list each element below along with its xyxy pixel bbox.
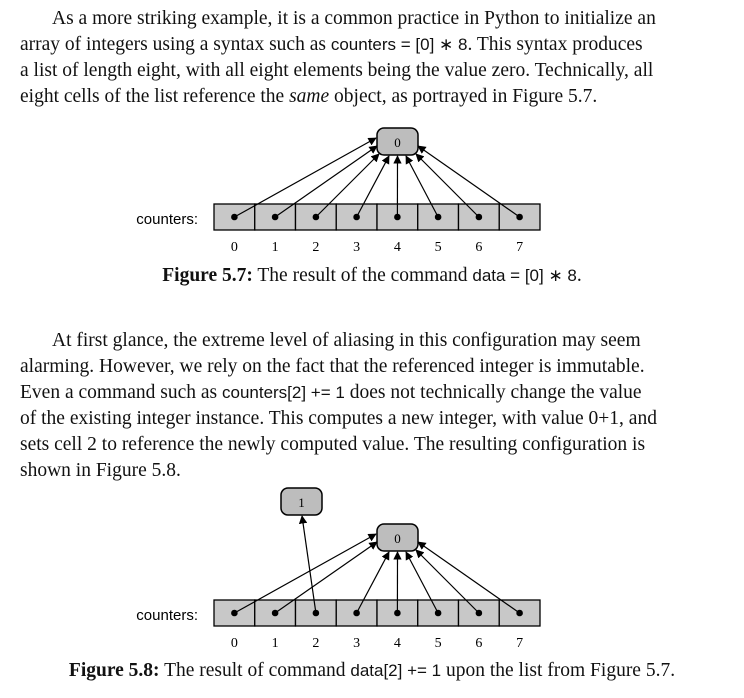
paragraph-1-line-4: eight cells of the list reference the sa… <box>20 84 720 110</box>
reference-dot <box>475 609 483 617</box>
text-span: eight cells of the list reference the <box>20 86 290 107</box>
figure-5-7-caption: Figure 5.7: The result of the command da… <box>0 263 744 289</box>
paragraph-2-line-1: At first glance, the extreme level of al… <box>52 330 641 351</box>
text-span: Even a command such as <box>20 382 222 403</box>
inline-code: data = [0] ∗ 8 <box>472 266 577 285</box>
reference-dot <box>394 213 401 221</box>
reference-arrow <box>356 155 390 218</box>
reference-arrow <box>415 549 480 614</box>
shared-integer-box <box>376 127 419 156</box>
paragraph-2-line-4: of the existing integer instance. This c… <box>20 408 657 429</box>
reference-dot <box>516 609 523 617</box>
paragraph-1-line-3: a list of length eight, with all eight e… <box>20 60 654 81</box>
reference-arrow <box>417 541 520 614</box>
paragraph-2: At first glance, the extreme level of al… <box>20 328 720 484</box>
index-label: 5 <box>435 240 442 255</box>
reference-arrow-to-new-integer <box>298 515 317 614</box>
index-label: 7 <box>516 636 523 651</box>
paragraph-2-line-2: alarming. However, we rely on the fact t… <box>20 356 645 377</box>
text-span: . <box>576 265 582 286</box>
paragraph-2-line-5: sets cell 2 to reference the newly compu… <box>20 434 646 455</box>
reference-arrow <box>274 145 378 218</box>
text-span: The result of command <box>159 660 351 681</box>
reference-dots <box>231 213 523 221</box>
reference-arrow <box>315 153 380 218</box>
text-span: array of integers using a syntax such as <box>20 34 331 55</box>
text-span: object, as portrayed in Figure 5.7. <box>329 86 598 107</box>
text-span: does not technically change the value <box>344 382 642 403</box>
reference-dot <box>231 213 238 221</box>
index-label: 2 <box>312 636 319 651</box>
emphasis: same <box>289 86 330 107</box>
figure-5-7-diagram: counters: 0 <box>136 127 541 255</box>
array-cell <box>213 203 256 231</box>
index-labels: 0 1 2 3 4 5 6 7 <box>231 636 523 651</box>
index-label: 6 <box>475 636 482 651</box>
reference-arrow <box>356 551 390 614</box>
reference-dot <box>394 609 401 617</box>
index-label: 4 <box>394 636 401 651</box>
index-label: 1 <box>272 636 279 651</box>
figure-5-8-caption: Figure 5.8: The result of command data[2… <box>0 658 744 684</box>
reference-arrow <box>405 155 439 218</box>
index-label: 0 <box>231 240 238 255</box>
reference-dot <box>312 213 320 221</box>
index-label: 0 <box>231 636 238 651</box>
reference-dot <box>434 609 442 617</box>
reference-dots <box>231 609 523 617</box>
reference-dot <box>353 213 360 221</box>
figure-5-8-diagram: counters: 1 0 <box>136 487 541 651</box>
text-span: The result of the command <box>252 265 473 286</box>
index-label: 7 <box>516 240 523 255</box>
index-labels: 0 1 2 3 4 5 6 7 <box>231 240 523 255</box>
inline-code: counters = [0] ∗ 8 <box>330 35 468 54</box>
array-cells <box>213 203 541 231</box>
shared-integer-value: 0 <box>394 135 401 150</box>
paragraph-1-line-2: array of integers using a syntax such as… <box>20 32 720 58</box>
reference-dot <box>231 609 238 617</box>
index-label: 2 <box>312 240 319 255</box>
reference-dot <box>516 213 523 221</box>
new-integer-box <box>280 487 323 516</box>
array-cells <box>213 599 541 627</box>
inline-code: counters[2] += 1 <box>221 383 345 402</box>
array-label: counters: <box>136 211 198 228</box>
reference-dot <box>312 609 320 617</box>
index-label: 3 <box>353 636 360 651</box>
reference-arrow <box>274 541 378 614</box>
index-label: 4 <box>394 240 401 255</box>
shared-integer-box <box>376 523 419 552</box>
array-label: counters: <box>136 607 198 624</box>
index-label: 6 <box>475 240 482 255</box>
reference-dot <box>475 213 483 221</box>
paragraph-1-line-1: As a more striking example, it is a comm… <box>52 8 656 29</box>
caption-label: Figure 5.8: <box>68 660 160 681</box>
index-label: 1 <box>272 240 279 255</box>
reference-dot <box>271 213 279 221</box>
text-span: upon the list from Figure 5.7. <box>441 660 676 681</box>
reference-arrows <box>234 137 520 218</box>
reference-arrow <box>234 533 377 614</box>
reference-dot <box>353 609 360 617</box>
caption-label: Figure 5.7: <box>162 265 253 286</box>
inline-code: data[2] += 1 <box>350 661 442 680</box>
reference-arrow <box>405 551 439 614</box>
shared-integer-value: 0 <box>394 531 401 546</box>
new-integer-value: 1 <box>298 495 305 510</box>
index-label: 5 <box>435 636 442 651</box>
paragraph-2-line-3: Even a command such as counters[2] += 1 … <box>20 380 720 406</box>
index-label: 3 <box>353 240 360 255</box>
paragraph-1: As a more striking example, it is a comm… <box>20 6 720 110</box>
reference-dot <box>434 213 442 221</box>
reference-arrow <box>234 137 377 218</box>
figure-5-8: counters: 1 0 <box>0 484 744 654</box>
reference-arrows <box>234 515 520 614</box>
paragraph-2-line-6: shown in Figure 5.8. <box>20 460 181 481</box>
figure-5-7: counters: 0 <box>0 120 744 260</box>
reference-arrow <box>417 145 520 218</box>
text-span: . This syntax produces <box>467 34 643 55</box>
reference-arrow <box>415 153 480 218</box>
array-cell <box>498 203 541 231</box>
reference-dot <box>271 609 279 617</box>
